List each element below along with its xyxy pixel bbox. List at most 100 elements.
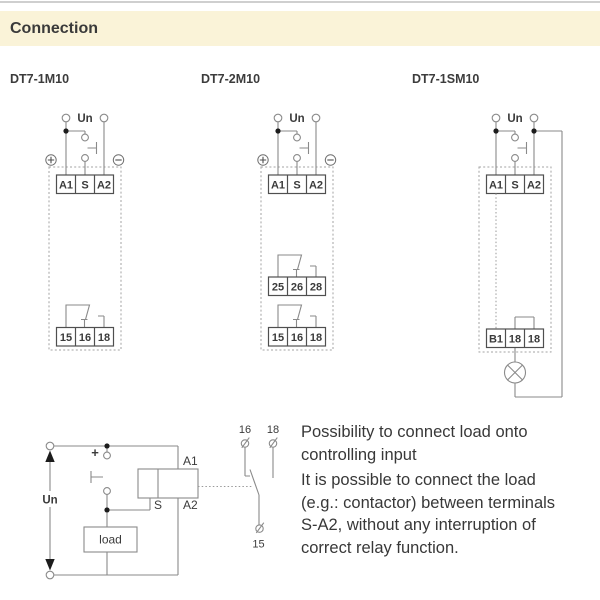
terminal-row-a1-s-a2	[55, 174, 115, 195]
push-button-contact-icon	[293, 154, 301, 162]
push-button-contact-icon	[293, 133, 301, 142]
load-note-text: Possibility to connect load onto control…	[301, 421, 555, 559]
push-button-contact-icon	[103, 487, 111, 495]
terminal-label: S	[81, 180, 88, 192]
plus-polarity-icon	[45, 154, 57, 166]
terminal-label: 15	[60, 332, 72, 344]
terminal-label: A2	[527, 180, 541, 192]
note-body-line: It is possible to connect the load	[301, 471, 536, 489]
contact-wires	[244, 447, 274, 525]
terminal-row-a1-s-a2	[267, 174, 327, 195]
a2-pin-label: A2	[183, 498, 198, 512]
terminal-row-dividers	[74, 327, 96, 346]
note-heading-line: Possibility to connect load onto	[301, 423, 528, 441]
supply-terminal-icon	[491, 113, 501, 123]
supply-terminal-icon	[45, 441, 55, 451]
top-divider	[0, 1, 600, 3]
terminal-label: 16	[291, 332, 303, 344]
supply-terminal-icon	[45, 570, 55, 580]
plus-sign-label: +	[91, 445, 99, 460]
note-body-line: S-A2, without any interruption of	[301, 516, 536, 534]
terminal-row-dividers	[504, 329, 526, 348]
terminal-row-dividers	[74, 175, 96, 194]
terminal-label: A2	[309, 180, 323, 192]
terminal-row-15-16-18	[55, 326, 115, 347]
junction-dot	[493, 128, 499, 134]
terminal-label: 28	[310, 282, 322, 294]
device-outline-dashed	[260, 166, 334, 351]
terminal-label: 18	[528, 334, 540, 346]
section-header: Connection	[0, 11, 600, 46]
diagram-dt7-1sm10: Un A1 S A2 B1 18 18	[478, 113, 563, 398]
supply-wires	[65, 121, 105, 175]
terminal-label: 15	[272, 332, 284, 344]
terminal-label: 18	[509, 334, 521, 346]
model-label-dt7-1sm10: DT7-1SM10	[412, 72, 480, 86]
terminal-row-dividers	[286, 277, 308, 296]
note-body-line: correct relay function.	[301, 538, 459, 557]
terminal-label: A1	[59, 180, 73, 192]
device-outline-dashed	[478, 166, 552, 353]
section-title: Connection	[10, 20, 98, 37]
terminal-row-dividers	[286, 327, 308, 346]
changeover-contact-symbol	[65, 304, 105, 328]
screw-terminal-slash	[269, 437, 278, 449]
junction-dot	[104, 507, 110, 513]
screw-terminal-slash	[241, 437, 250, 449]
push-button-contact-icon	[81, 133, 89, 142]
supply-terminal-icon	[529, 113, 539, 123]
terminal-label: 25	[272, 282, 284, 294]
s-pin-label: S	[154, 498, 162, 512]
minus-polarity-icon	[324, 154, 337, 166]
terminal-label: 16	[79, 332, 91, 344]
changeover-contact-symbol	[277, 304, 317, 328]
terminal-row-b1-18-18	[485, 328, 545, 349]
junction-dot	[275, 128, 281, 134]
changeover-contact-symbol	[277, 254, 317, 277]
junction-dot	[531, 128, 537, 134]
a1-pin-label: A1	[183, 454, 198, 468]
note-heading-line: controlling input	[301, 445, 417, 464]
device-outline-dashed	[48, 166, 122, 351]
terminal-label: A2	[97, 180, 111, 192]
note-heading: Possibility to connect load onto control…	[301, 421, 555, 466]
terminal-label: S	[511, 180, 518, 192]
contact-terminal-label: 15	[252, 539, 264, 551]
model-label-dt7-2m10: DT7-2M10	[201, 72, 261, 86]
contact-terminal-label: 18	[267, 424, 279, 436]
terminal-row-15-16-18	[267, 326, 327, 347]
plus-polarity-icon	[257, 154, 269, 166]
relay-device-box	[137, 468, 199, 499]
load-box	[83, 526, 138, 553]
circuit-wires	[49, 445, 179, 576]
load-label: load	[99, 533, 122, 547]
un-voltage-label: Un	[77, 113, 92, 125]
contact-terminal-label: 16	[239, 424, 251, 436]
un-voltage-label: Un	[507, 113, 522, 125]
relay-contact-detail: 16 18 15	[239, 424, 279, 551]
supply-terminal-icon	[61, 113, 71, 123]
push-button-contact-icon	[103, 451, 111, 460]
diagram-dt7-2m10: Un A1 S A2 25 26 28 15 16 18	[257, 113, 337, 351]
note-body-line: (e.g.: contactor) between terminals	[301, 493, 556, 512]
supply-and-lamp-wires	[495, 121, 563, 398]
application-circuit: Un + A1 A2 S load 16 18	[42, 424, 279, 580]
terminal-row-25-26-28	[267, 276, 327, 297]
terminal-row-dividers	[504, 175, 526, 194]
junction-dot	[104, 443, 110, 449]
supply-terminal-icon	[273, 113, 283, 123]
un-voltage-label: Un	[289, 113, 304, 125]
lamp-icon	[503, 361, 527, 384]
push-button-contact-icon	[511, 133, 519, 142]
arrow-up-icon	[45, 450, 55, 462]
terminal-row-a1-s-a2	[485, 174, 545, 195]
model-label-dt7-1m10: DT7-1M10	[10, 72, 70, 86]
terminal-label: S	[293, 180, 300, 192]
push-button-contact-icon	[511, 154, 519, 162]
minus-polarity-icon	[112, 154, 125, 166]
screw-terminal-slash	[255, 522, 265, 534]
terminal-row-dividers	[286, 175, 308, 194]
supply-wires	[277, 121, 317, 175]
